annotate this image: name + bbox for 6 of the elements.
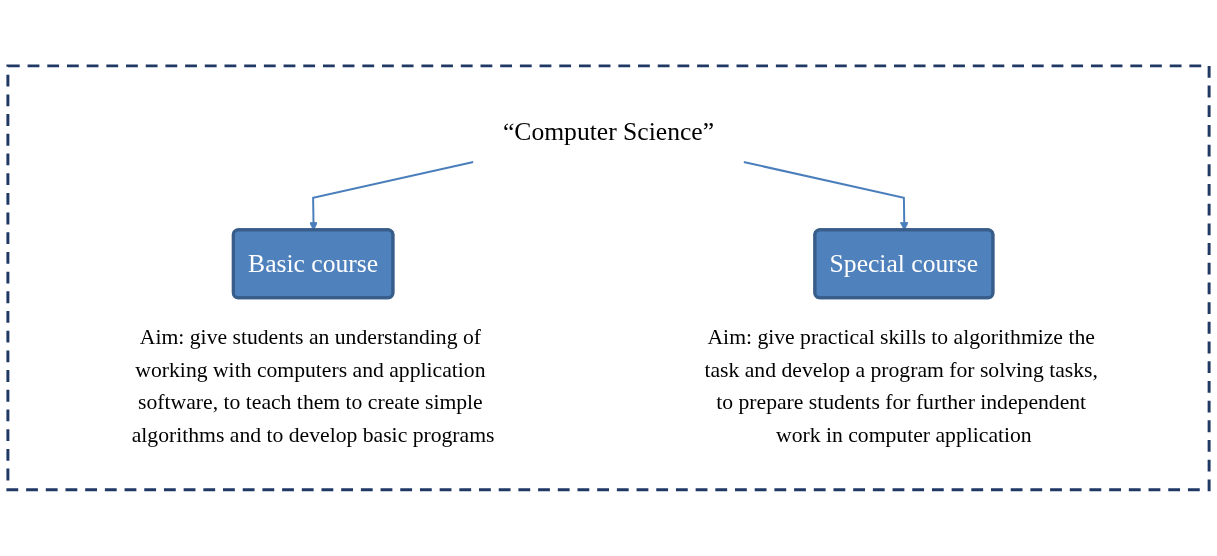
arrow	[742, 161, 909, 231]
arrow	[309, 161, 475, 231]
cluster	[6, 64, 1211, 492]
node-text: “Computer Science”	[502, 117, 715, 147]
node-label: Aim: give students an understanding of working with computers and application software, to teach them to create simple algorithms and to develop basic programs	[131, 324, 495, 447]
node-label: Aim: give practical skills to algorithmize the task and develop a program for solving tasks, to prepare students for further independent work in computer application	[704, 324, 1098, 447]
